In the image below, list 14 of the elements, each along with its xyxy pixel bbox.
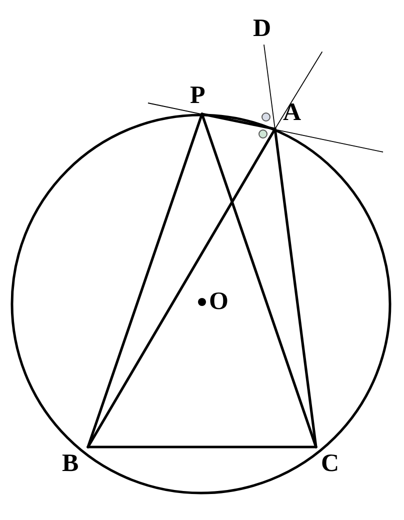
line-segment	[86, 112, 204, 448]
line-segment	[200, 112, 276, 130]
line-segment	[274, 52, 322, 130]
point-label: A	[283, 100, 302, 125]
line-segment	[200, 112, 318, 448]
line-segment	[86, 446, 318, 448]
line-segment	[86, 128, 276, 448]
point-label: O	[209, 289, 228, 314]
line-segment	[264, 44, 276, 130]
point-label: P	[190, 83, 206, 108]
line-segment	[274, 128, 318, 448]
point-label: D	[253, 16, 272, 41]
point-label: C	[321, 451, 340, 476]
point-label: B	[62, 451, 79, 476]
